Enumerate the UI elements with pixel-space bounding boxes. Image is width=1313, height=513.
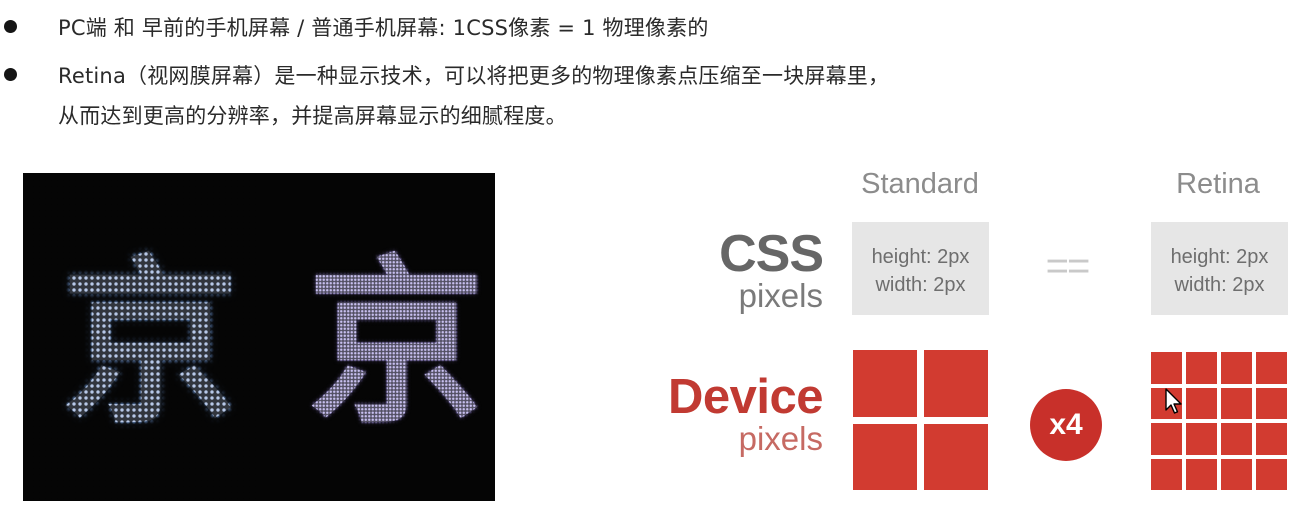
device-pixel-cell [924, 350, 988, 417]
retina-css-height: height: 2px [1170, 246, 1269, 268]
device-pixel-cell [1256, 423, 1287, 455]
mouse-cursor-icon [1165, 388, 1182, 414]
standard-device-pixel-grid [853, 350, 988, 490]
css-label: CSS [719, 225, 824, 283]
bullet-text: Retina（视网膜屏幕）是一种显示技术，可以将把更多的物理像素点压缩至一块屏幕… [58, 64, 890, 88]
device-sublabel: pixels [738, 420, 823, 457]
css-sublabel: pixels [738, 277, 823, 314]
standard-glyph: 京 [61, 240, 239, 447]
device-pixel-cell [1186, 423, 1217, 455]
standard-css-height: height: 2px [871, 246, 970, 268]
device-pixel-cell [924, 423, 988, 490]
screen-comparison-photo: 京 京 [23, 173, 495, 501]
standard-css-width: width: 2px [875, 274, 966, 296]
device-pixel-cell [1151, 458, 1182, 490]
retina-css-width: width: 2px [1174, 274, 1265, 296]
device-pixel-cell [853, 350, 917, 417]
column-header-standard: Standard [861, 168, 979, 200]
column-header-retina: Retina [1176, 168, 1260, 200]
bullet-text: 从而达到更高的分辨率，并提高屏幕显示的细腻程度。 [58, 104, 567, 128]
device-pixel-cell [1256, 458, 1287, 490]
device-pixel-cell [1186, 352, 1217, 384]
retina-css-box: height: 2px width: 2px [1151, 222, 1288, 315]
retina-device-pixel-grid [1151, 352, 1287, 490]
bullet-dot-icon [4, 68, 17, 81]
equals-sign: == [1045, 244, 1091, 288]
device-pixel-cell [853, 423, 917, 490]
device-pixel-cell [1151, 423, 1182, 455]
device-pixel-cell [1221, 458, 1252, 490]
bullet-text: PC端 和 早前的手机屏幕 / 普通手机屏幕: 1CSS像素 = 1 物理像素的 [58, 16, 709, 40]
standard-css-box: height: 2px width: 2px [852, 222, 989, 315]
device-pixel-cell [1256, 387, 1287, 419]
device-pixel-cell [1186, 458, 1217, 490]
device-pixel-cell [1151, 352, 1182, 384]
bullet-dot-icon [4, 20, 17, 33]
device-label: Device [667, 370, 824, 424]
retina-glyph: 京 [307, 240, 485, 447]
device-pixel-cell [1256, 352, 1287, 384]
multiplier-badge: x4 [1030, 389, 1102, 461]
device-pixel-cell [1221, 423, 1252, 455]
device-pixel-cell [1221, 352, 1252, 384]
device-pixel-cell [1186, 387, 1217, 419]
device-pixel-cell [1221, 387, 1252, 419]
